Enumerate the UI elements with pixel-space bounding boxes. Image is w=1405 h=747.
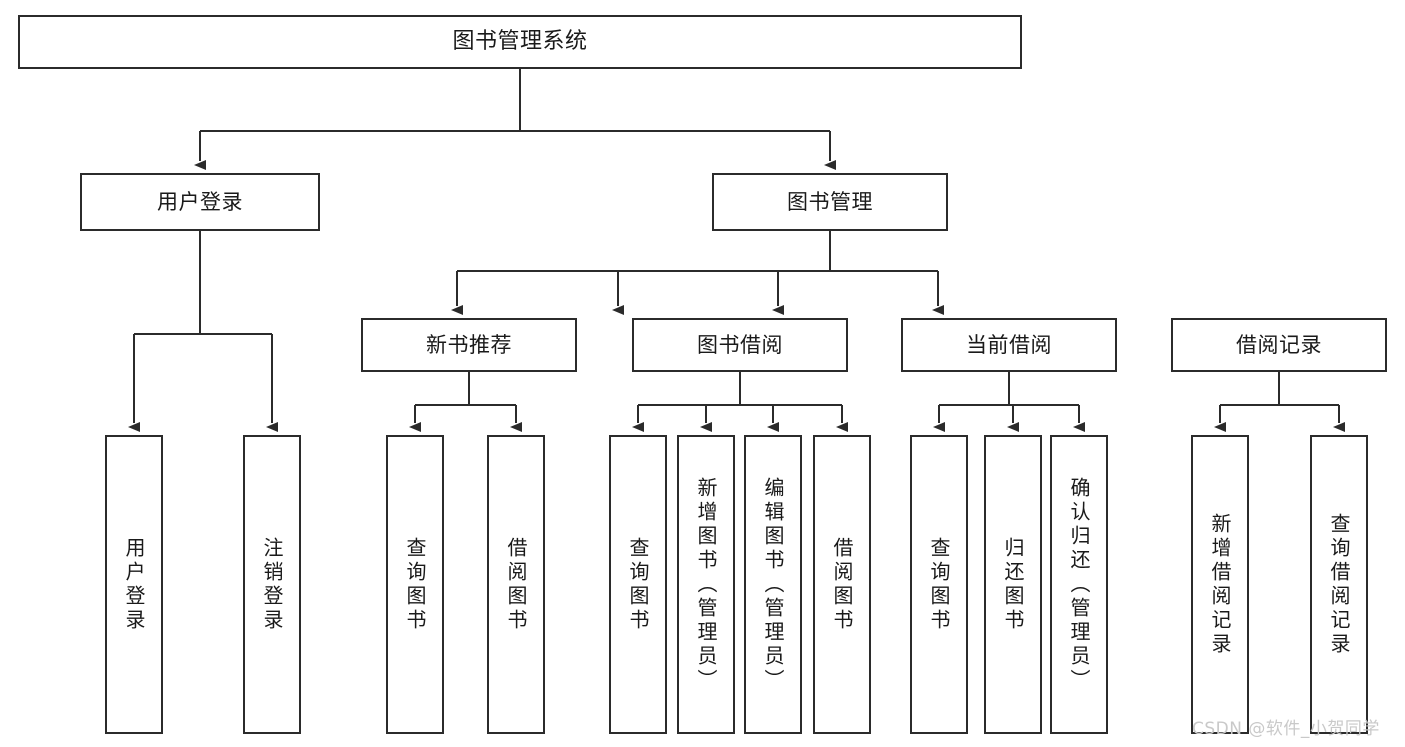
node-current-borrow-label: 当前借阅 xyxy=(966,332,1052,357)
node-root-label: 图书管理系统 xyxy=(452,29,588,55)
node-user-login[interactable]: 用户登录 xyxy=(80,173,320,231)
node-book-borrow-label: 图书借阅 xyxy=(697,332,783,357)
node-leaf-add-book[interactable]: 新增图书（管理员） xyxy=(677,435,735,734)
node-leaf-add-record[interactable]: 新增借阅记录 xyxy=(1191,435,1249,734)
node-borrow-record-label: 借阅记录 xyxy=(1236,332,1322,357)
node-leaf-user-login[interactable]: 用户登录 xyxy=(105,435,163,734)
node-borrow-record[interactable]: 借阅记录 xyxy=(1171,318,1387,372)
node-leaf-user-logout-label: 注销登录 xyxy=(260,536,284,633)
node-leaf-query-book-3[interactable]: 查询图书 xyxy=(910,435,968,734)
node-user-login-label: 用户登录 xyxy=(157,189,243,214)
node-leaf-query-record-label: 查询借阅记录 xyxy=(1327,512,1351,657)
node-leaf-confirm-return[interactable]: 确认归还（管理员） xyxy=(1050,435,1108,734)
node-leaf-return-book[interactable]: 归还图书 xyxy=(984,435,1042,734)
node-leaf-query-book-1-label: 查询图书 xyxy=(403,536,427,633)
node-new-book-rec-label: 新书推荐 xyxy=(426,332,512,357)
node-leaf-borrow-book-2[interactable]: 借阅图书 xyxy=(813,435,871,734)
node-leaf-borrow-book-2-label: 借阅图书 xyxy=(830,536,854,633)
watermark-csdn: CSDN @软件_小贺同学 xyxy=(1192,719,1380,739)
node-leaf-edit-book[interactable]: 编辑图书（管理员） xyxy=(744,435,802,734)
node-leaf-query-record[interactable]: 查询借阅记录 xyxy=(1310,435,1368,734)
node-new-book-rec[interactable]: 新书推荐 xyxy=(361,318,577,372)
node-root[interactable]: 图书管理系统 xyxy=(18,15,1022,69)
node-leaf-query-book-3-label: 查询图书 xyxy=(927,536,951,633)
node-leaf-query-book-2-label: 查询图书 xyxy=(626,536,650,633)
node-leaf-user-logout[interactable]: 注销登录 xyxy=(243,435,301,734)
node-book-manage-label: 图书管理 xyxy=(787,189,873,214)
node-leaf-borrow-book-1-label: 借阅图书 xyxy=(504,536,528,633)
node-leaf-confirm-return-label: 确认归还（管理员） xyxy=(1067,476,1091,693)
node-book-borrow[interactable]: 图书借阅 xyxy=(632,318,848,372)
node-book-manage[interactable]: 图书管理 xyxy=(712,173,948,231)
node-leaf-user-login-label: 用户登录 xyxy=(122,536,146,633)
node-leaf-add-book-label: 新增图书（管理员） xyxy=(694,476,718,693)
node-leaf-borrow-book-1[interactable]: 借阅图书 xyxy=(487,435,545,734)
node-leaf-query-book-2[interactable]: 查询图书 xyxy=(609,435,667,734)
node-current-borrow[interactable]: 当前借阅 xyxy=(901,318,1117,372)
node-leaf-edit-book-label: 编辑图书（管理员） xyxy=(761,476,785,693)
node-leaf-add-record-label: 新增借阅记录 xyxy=(1208,512,1232,657)
node-leaf-query-book-1[interactable]: 查询图书 xyxy=(386,435,444,734)
node-leaf-return-book-label: 归还图书 xyxy=(1001,536,1025,633)
